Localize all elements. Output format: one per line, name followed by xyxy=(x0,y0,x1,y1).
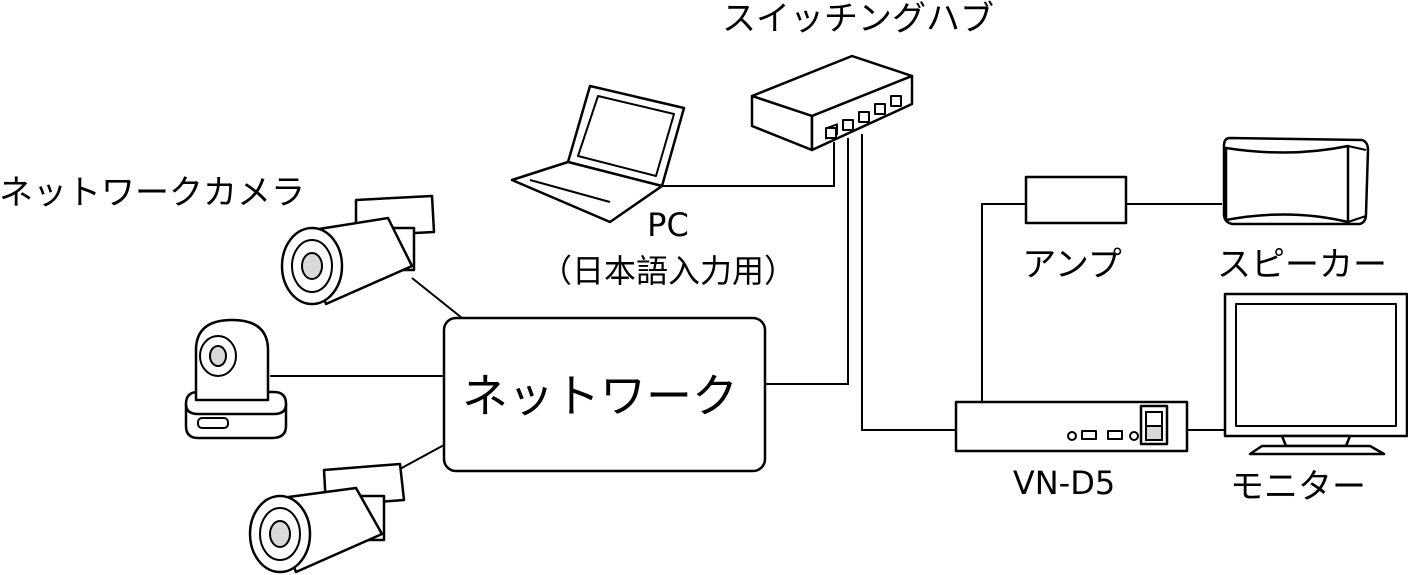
monitor-icon xyxy=(1223,292,1408,456)
speaker-icon xyxy=(1222,136,1370,226)
line-pc-hub xyxy=(660,142,835,187)
monitor-label: モニター xyxy=(1230,467,1366,507)
vn-d5-device xyxy=(954,400,1189,453)
network-box xyxy=(442,316,767,473)
amp-box xyxy=(1024,175,1128,225)
ptz-camera-icon xyxy=(184,318,288,440)
switching-hub-label: スイッチングハブ xyxy=(722,0,994,39)
bullet-camera-icon xyxy=(280,194,436,306)
line-network-hub xyxy=(765,138,849,385)
network-camera-label: ネットワークカメラ xyxy=(0,173,305,213)
speaker-label: スピーカー xyxy=(1217,245,1387,285)
laptop-icon xyxy=(510,84,686,224)
line-hub-vnd5 xyxy=(861,134,956,431)
connection-lines xyxy=(270,134,1225,471)
line-camera2-network xyxy=(397,444,445,471)
network-label: ネットワーク xyxy=(462,369,738,423)
hub-ports-icon xyxy=(825,95,902,140)
vn-d5-label: VN-D5 xyxy=(1013,464,1115,502)
amp-label: アンプ xyxy=(1022,245,1122,285)
line-vnd5-amp xyxy=(981,203,1026,402)
power-switch-icon xyxy=(1139,404,1169,446)
bullet-camera-icon xyxy=(248,462,406,574)
pc-note-label: （日本語入力用） xyxy=(540,252,796,290)
switching-hub xyxy=(750,54,914,152)
pc-label: PC xyxy=(647,206,689,244)
line-camera1-network xyxy=(411,277,463,319)
